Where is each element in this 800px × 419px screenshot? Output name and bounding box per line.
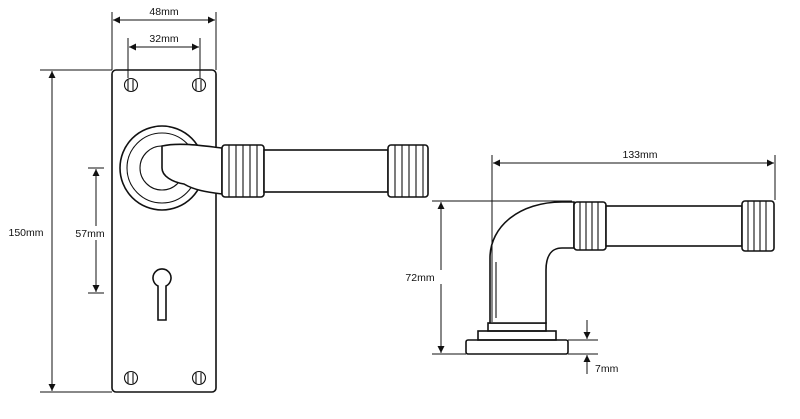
backplate — [111, 69, 217, 393]
keyhole — [152, 268, 172, 321]
label-32mm: 32mm — [149, 33, 178, 45]
screw-bottom-left — [123, 370, 139, 386]
label-48mm: 48mm — [149, 6, 178, 18]
dim-projection: 72mm — [405, 200, 572, 355]
dim-rose-thickness: 7mm — [568, 320, 619, 375]
dim-backplate-height: 150mm — [4, 69, 112, 393]
label-150mm: 150mm — [8, 227, 43, 239]
screw-top-right — [191, 77, 207, 93]
dim-fixing-centres: 32mm — [127, 33, 201, 78]
side-lever-collar — [573, 201, 607, 251]
screw-top-left — [123, 77, 139, 93]
front-view — [111, 69, 429, 393]
side-rose-base — [465, 339, 569, 355]
dim-backplate-width: 48mm — [111, 6, 217, 70]
side-lever-end — [741, 200, 775, 252]
side-rose-top — [487, 322, 547, 332]
side-view — [465, 200, 775, 355]
label-57mm: 57mm — [75, 228, 104, 240]
side-lever-shaft — [605, 205, 743, 247]
side-rose-step — [477, 330, 557, 341]
dim-lever-to-keyhole: 57mm — [70, 167, 110, 294]
label-72mm: 72mm — [405, 272, 434, 284]
lever-end — [387, 144, 429, 198]
lever-neck — [161, 143, 223, 195]
label-7mm: 7mm — [595, 363, 619, 375]
lever-shaft — [263, 149, 389, 193]
lever-collar — [221, 144, 265, 198]
screw-bottom-right — [191, 370, 207, 386]
label-133mm: 133mm — [622, 149, 657, 161]
dim-lever-length: 133mm — [491, 149, 776, 322]
side-neck — [489, 201, 575, 324]
